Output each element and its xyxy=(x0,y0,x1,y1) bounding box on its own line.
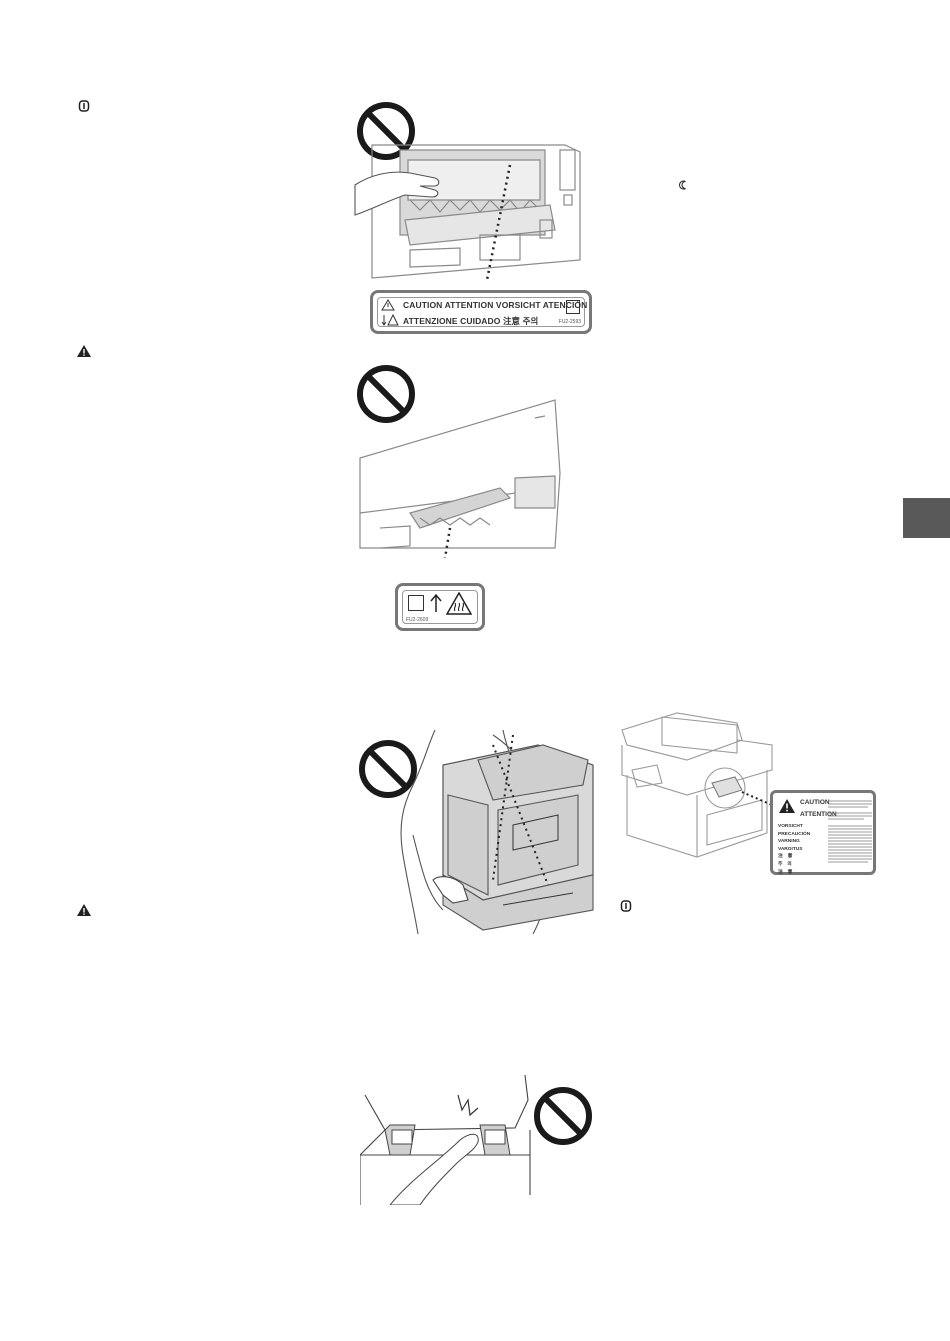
section-tab-marker xyxy=(903,498,950,538)
caution-label-multilang: CAUTION ATTENTION VORSICHT ATENCIÓN ATTE… xyxy=(370,290,592,334)
arrow-up-icon xyxy=(429,593,443,613)
hinge-pinch-illustration xyxy=(360,1070,535,1205)
label-location-illustration xyxy=(617,705,787,865)
warning-side-terms: VORSICHT PRECAUCIÓN VARNING VAROITUS 注 意… xyxy=(778,823,810,876)
bottom-cover-illustration xyxy=(350,398,565,558)
info-icon xyxy=(620,900,632,912)
caution-line-1: CAUTION ATTENTION VORSICHT ATENCIÓN xyxy=(403,300,587,310)
warning-triangle-icon xyxy=(77,904,91,916)
lifting-printer-illustration xyxy=(383,725,598,935)
warning-triangle-icon xyxy=(381,299,395,311)
heat-hazard-icon xyxy=(446,592,472,615)
square-symbol xyxy=(408,595,424,611)
fine-print-block xyxy=(828,799,872,871)
caution-line-2: ATTENZIONE CUIDADO 注意 주의 xyxy=(403,315,538,327)
rear-cover-illustration xyxy=(350,140,595,280)
caution-title: CAUTION xyxy=(800,799,830,806)
heat-caution-label: FU2-2609 xyxy=(395,583,485,631)
label-code: FU2-2593 xyxy=(559,319,581,325)
caution-label-detail: CAUTION ATTENTION VORSICHT PRECAUCIÓN VA… xyxy=(770,790,876,875)
prohibition-icon xyxy=(532,1085,594,1147)
power-symbol-icon xyxy=(679,180,689,190)
warning-triangle-icon xyxy=(779,799,795,813)
label-code: FU2-2609 xyxy=(406,617,428,623)
arrow-down-warning-icon xyxy=(381,314,399,326)
warning-triangle-icon xyxy=(77,345,91,357)
info-icon xyxy=(78,100,90,112)
square-symbol xyxy=(566,300,580,314)
